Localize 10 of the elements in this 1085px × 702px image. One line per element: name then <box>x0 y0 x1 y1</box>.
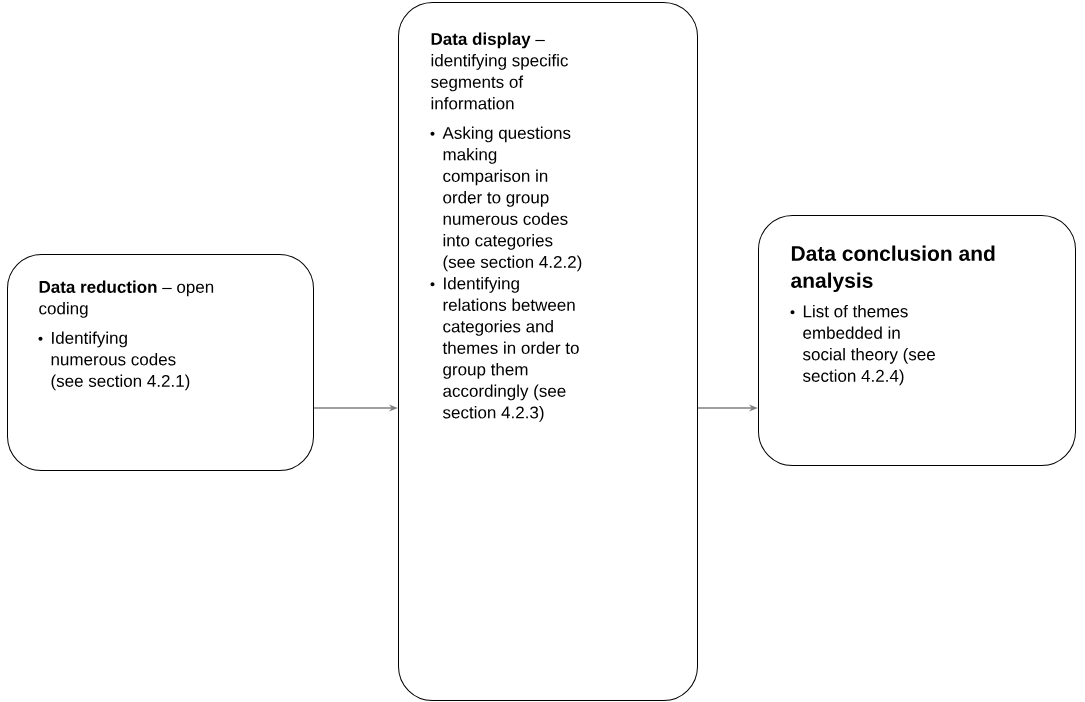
process-box <box>398 2 698 701</box>
bullet-item: Asking questions making comparison in order to group numerous codes into categories (see section 4.2.2) <box>430 126 582 272</box>
process-box <box>7 254 314 471</box>
heading: Data conclusion and analysis <box>791 245 995 293</box>
bullet-item: Identifying numerous codes (see section 4.2.1) <box>38 331 190 391</box>
heading: Data display – identifying specific segments of information <box>430 32 568 110</box>
heading: Data reduction – open coding <box>39 280 214 318</box>
process-box <box>758 215 1076 466</box>
bullet-item: Identifying relations between categories and themes in order to group them accordingly (see section 4.2.3) <box>430 277 579 422</box>
bullet-item: List of themes embedded in social theory (see section 4.2.4) <box>790 304 935 386</box>
